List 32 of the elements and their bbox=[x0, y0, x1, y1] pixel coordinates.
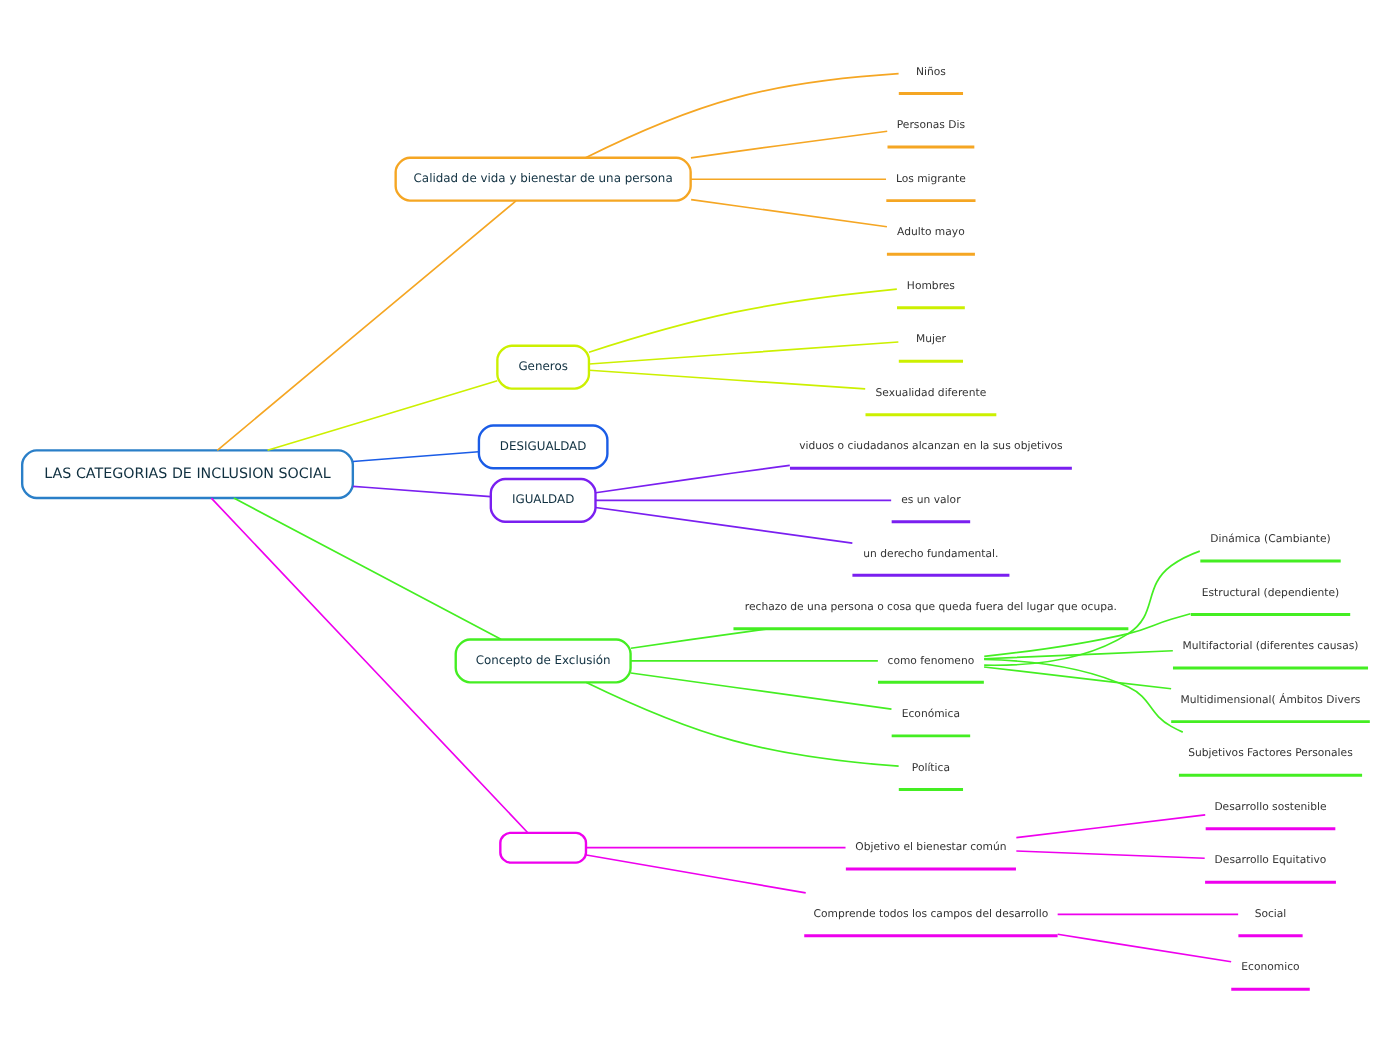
connector bbox=[585, 681, 900, 767]
connector bbox=[983, 658, 1184, 733]
connector bbox=[352, 450, 480, 463]
connector bbox=[1015, 850, 1206, 860]
connector bbox=[594, 499, 892, 502]
connector bbox=[1056, 913, 1239, 916]
connector bbox=[588, 341, 900, 365]
connector bbox=[588, 369, 867, 390]
connector bbox=[690, 130, 889, 159]
connector bbox=[630, 628, 769, 650]
connector bbox=[266, 379, 499, 452]
connector bbox=[585, 854, 807, 894]
connector bbox=[585, 846, 847, 849]
connector bbox=[630, 672, 893, 710]
connector bbox=[690, 198, 888, 228]
connector bbox=[983, 649, 1174, 660]
connector bbox=[594, 464, 791, 494]
connector bbox=[352, 485, 492, 498]
connector bbox=[584, 72, 900, 159]
connector bbox=[1056, 933, 1232, 963]
connector bbox=[983, 550, 1201, 667]
connector bbox=[210, 497, 529, 834]
connector bbox=[983, 666, 1172, 690]
connector bbox=[1015, 814, 1207, 839]
connector bbox=[983, 612, 1192, 658]
connector bbox=[630, 660, 879, 662]
connector bbox=[690, 178, 887, 181]
connector bbox=[216, 200, 517, 452]
connector bbox=[232, 497, 502, 641]
node-box bbox=[499, 831, 588, 864]
connector bbox=[588, 288, 898, 354]
connector bbox=[594, 506, 854, 544]
